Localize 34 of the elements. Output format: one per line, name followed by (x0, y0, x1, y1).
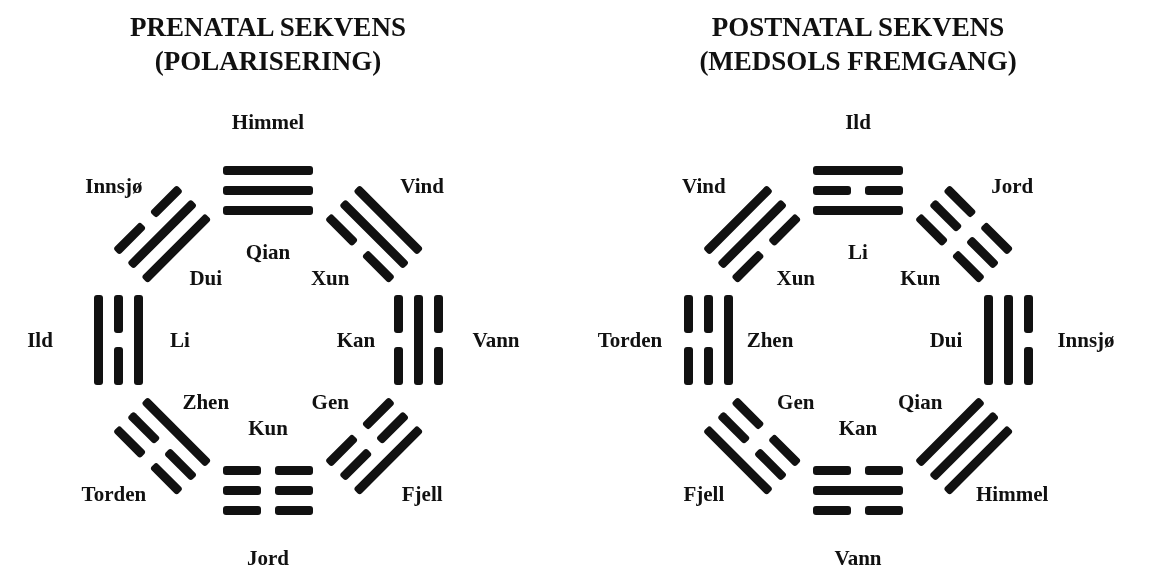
trigram-name: Zhen (182, 389, 230, 415)
trigram-name: Li (848, 239, 868, 265)
trigram-name: Gen (777, 389, 815, 415)
element-name: Torden (81, 481, 147, 507)
panel-heading: POSTNATAL SEKVENS (MEDSOLS FREMGANG) (698, 11, 1018, 78)
element-name: Vann (472, 327, 520, 353)
element-name: Vind (682, 173, 726, 199)
trigram-name: Kun (900, 265, 941, 291)
trigram-name: Dui (189, 265, 223, 291)
element-name: Fjell (683, 481, 725, 507)
trigram-name: Qian (245, 239, 291, 265)
trigram-name: Kun (248, 415, 288, 441)
element-name: Jord (247, 545, 289, 569)
trigram-name: Gen (311, 389, 349, 415)
panel-heading: PRENATAL SEKVENS (POLARISERING) (129, 11, 407, 78)
element-name: Innsjø (85, 173, 143, 199)
trigram-name: Xun (776, 265, 816, 291)
trigram-name: Zhen (746, 327, 794, 353)
trigram-name: Li (170, 327, 190, 353)
element-name: Innsjø (1057, 327, 1115, 353)
element-name: Fjell (401, 481, 443, 507)
trigram-name: Kan (838, 415, 878, 441)
element-name: Himmel (231, 109, 305, 135)
trigram-name: Qian (898, 389, 943, 415)
element-name: Vind (400, 173, 444, 199)
element-name: Ild (845, 109, 871, 135)
element-name: Jord (991, 173, 1034, 199)
trigram-name: Dui (929, 327, 963, 353)
element-name: Ild (27, 327, 53, 353)
element-name: Torden (597, 327, 663, 353)
element-name: Himmel (976, 481, 1049, 507)
trigram-name: Kan (336, 327, 376, 353)
trigram-name: Xun (310, 265, 350, 291)
element-name: Vann (834, 545, 882, 569)
